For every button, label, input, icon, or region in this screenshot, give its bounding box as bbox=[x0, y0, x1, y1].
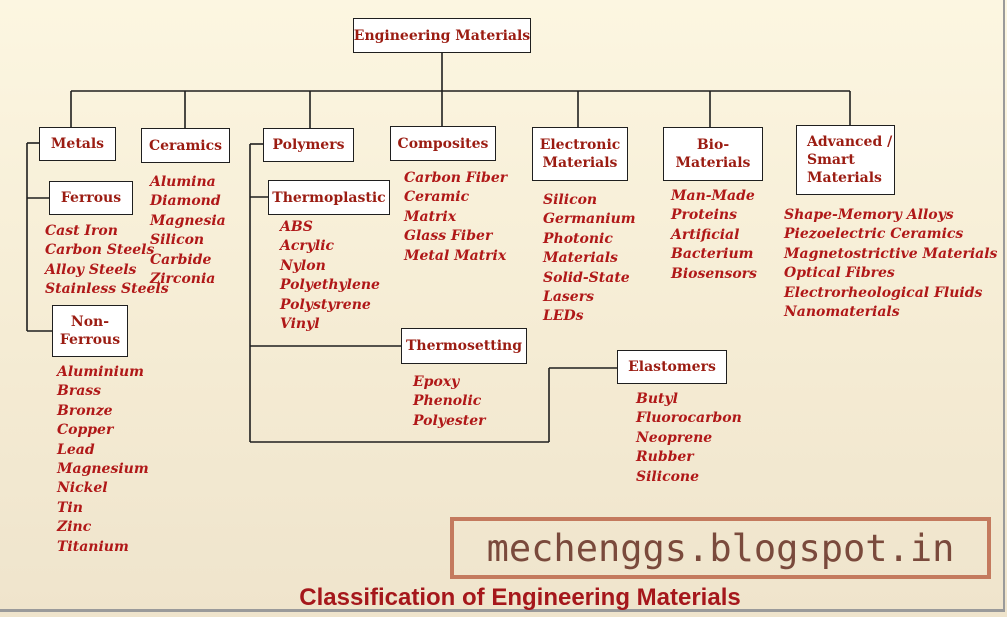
list-item: Carbide bbox=[150, 251, 212, 268]
list-item: Rubber bbox=[636, 449, 694, 466]
list-item: Proteins bbox=[671, 207, 737, 224]
list-item: Brass bbox=[57, 383, 102, 400]
list-item: Nylon bbox=[280, 257, 326, 274]
list-item: Piezoelectric Ceramics bbox=[784, 226, 964, 243]
watermark-url: mechenggs.blogspot.in bbox=[450, 517, 991, 579]
list-item: Vinyl bbox=[280, 316, 320, 333]
list-item: Copper bbox=[57, 422, 114, 439]
list-item: Magnetostrictive Materials bbox=[784, 245, 998, 262]
list-item: Neoprene bbox=[636, 429, 713, 446]
category-node-composites: Composites bbox=[390, 126, 496, 161]
list-item: Zirconia bbox=[150, 271, 216, 288]
list-item: Bacterium bbox=[671, 246, 754, 263]
list-item: Shape-Memory Alloys bbox=[784, 207, 954, 223]
category-node-bio-materials: Bio- Materials bbox=[663, 127, 763, 181]
list-item: Magnesia bbox=[150, 212, 226, 229]
list-item: Alumina bbox=[150, 174, 216, 190]
category-node-polymers: Polymers bbox=[263, 128, 354, 162]
list-item: Fluorocarbon bbox=[636, 410, 742, 427]
list-item: Polyethylene bbox=[280, 277, 380, 294]
list-item: Solid-State bbox=[543, 269, 630, 286]
list-item: Matrix bbox=[404, 208, 457, 225]
list-item: Carbon Fiber bbox=[404, 170, 508, 186]
list-item: Biosensors bbox=[671, 265, 757, 282]
list-item: LEDs bbox=[543, 308, 584, 325]
list-item: Polystyrene bbox=[280, 296, 371, 313]
list-item: Butyl bbox=[636, 391, 678, 407]
list-item: Silicon bbox=[543, 192, 598, 208]
list-item: Zinc bbox=[57, 519, 92, 536]
list-item: Phenolic bbox=[413, 393, 482, 410]
list-item: Epoxy bbox=[413, 374, 460, 390]
diagram-caption: Classification of Engineering Materials bbox=[299, 584, 741, 611]
list-item: Nanomaterials bbox=[784, 304, 900, 321]
list-item: Acrylic bbox=[280, 238, 335, 255]
list-item: Bronze bbox=[57, 402, 113, 419]
category-node-advanced-smart-materials: Advanced / Smart Materials bbox=[796, 125, 895, 195]
subcategory-node-ferrous: Ferrous bbox=[49, 181, 133, 215]
list-item: Ceramic bbox=[404, 189, 470, 206]
list-item: Photonic bbox=[543, 230, 613, 247]
list-item: Aluminium bbox=[57, 364, 144, 380]
category-node-electronic-materials: Electronic Materials bbox=[532, 127, 628, 181]
subcategory-node-non-ferrous: Non- Ferrous bbox=[52, 305, 128, 357]
list-item: Alloy Steels bbox=[45, 261, 137, 278]
subcategory-node-thermoplastic: Thermoplastic bbox=[268, 180, 390, 215]
list-item: Silicone bbox=[636, 468, 700, 485]
list-item: Optical Fibres bbox=[784, 265, 895, 282]
subcategory-node-elastomers: Elastomers bbox=[617, 350, 727, 384]
list-item: Silicon bbox=[150, 232, 205, 249]
subcategory-node-thermosetting: Thermosetting bbox=[401, 328, 527, 364]
list-item: Glass Fiber bbox=[404, 228, 493, 245]
list-item: Man-Made bbox=[671, 188, 755, 204]
list-item: Artificial bbox=[671, 226, 740, 243]
list-item: Electrorheological Fluids bbox=[784, 284, 983, 301]
list-item: Tin bbox=[57, 499, 83, 516]
list-item: Stainless Steels bbox=[45, 281, 169, 298]
list-item: Carbon Steels bbox=[45, 242, 155, 259]
list-item: Lasers bbox=[543, 289, 594, 306]
list-item: Diamond bbox=[150, 193, 221, 210]
category-node-metals: Metals bbox=[39, 127, 116, 161]
list-item: Materials bbox=[543, 250, 618, 267]
list-item: Metal Matrix bbox=[404, 247, 507, 264]
list-item: ABS bbox=[280, 219, 313, 235]
list-item: Nickel bbox=[57, 480, 108, 497]
list-item: Titanium bbox=[57, 538, 129, 555]
list-item: Cast Iron bbox=[45, 223, 118, 239]
category-node-ceramics: Ceramics bbox=[141, 128, 230, 163]
list-item: Magnesium bbox=[57, 461, 149, 478]
root-node-engineering-materials: Engineering Materials bbox=[353, 18, 531, 53]
list-item: Lead bbox=[57, 441, 95, 458]
list-item: Germanium bbox=[543, 211, 636, 228]
list-item: Polyester bbox=[413, 412, 486, 429]
